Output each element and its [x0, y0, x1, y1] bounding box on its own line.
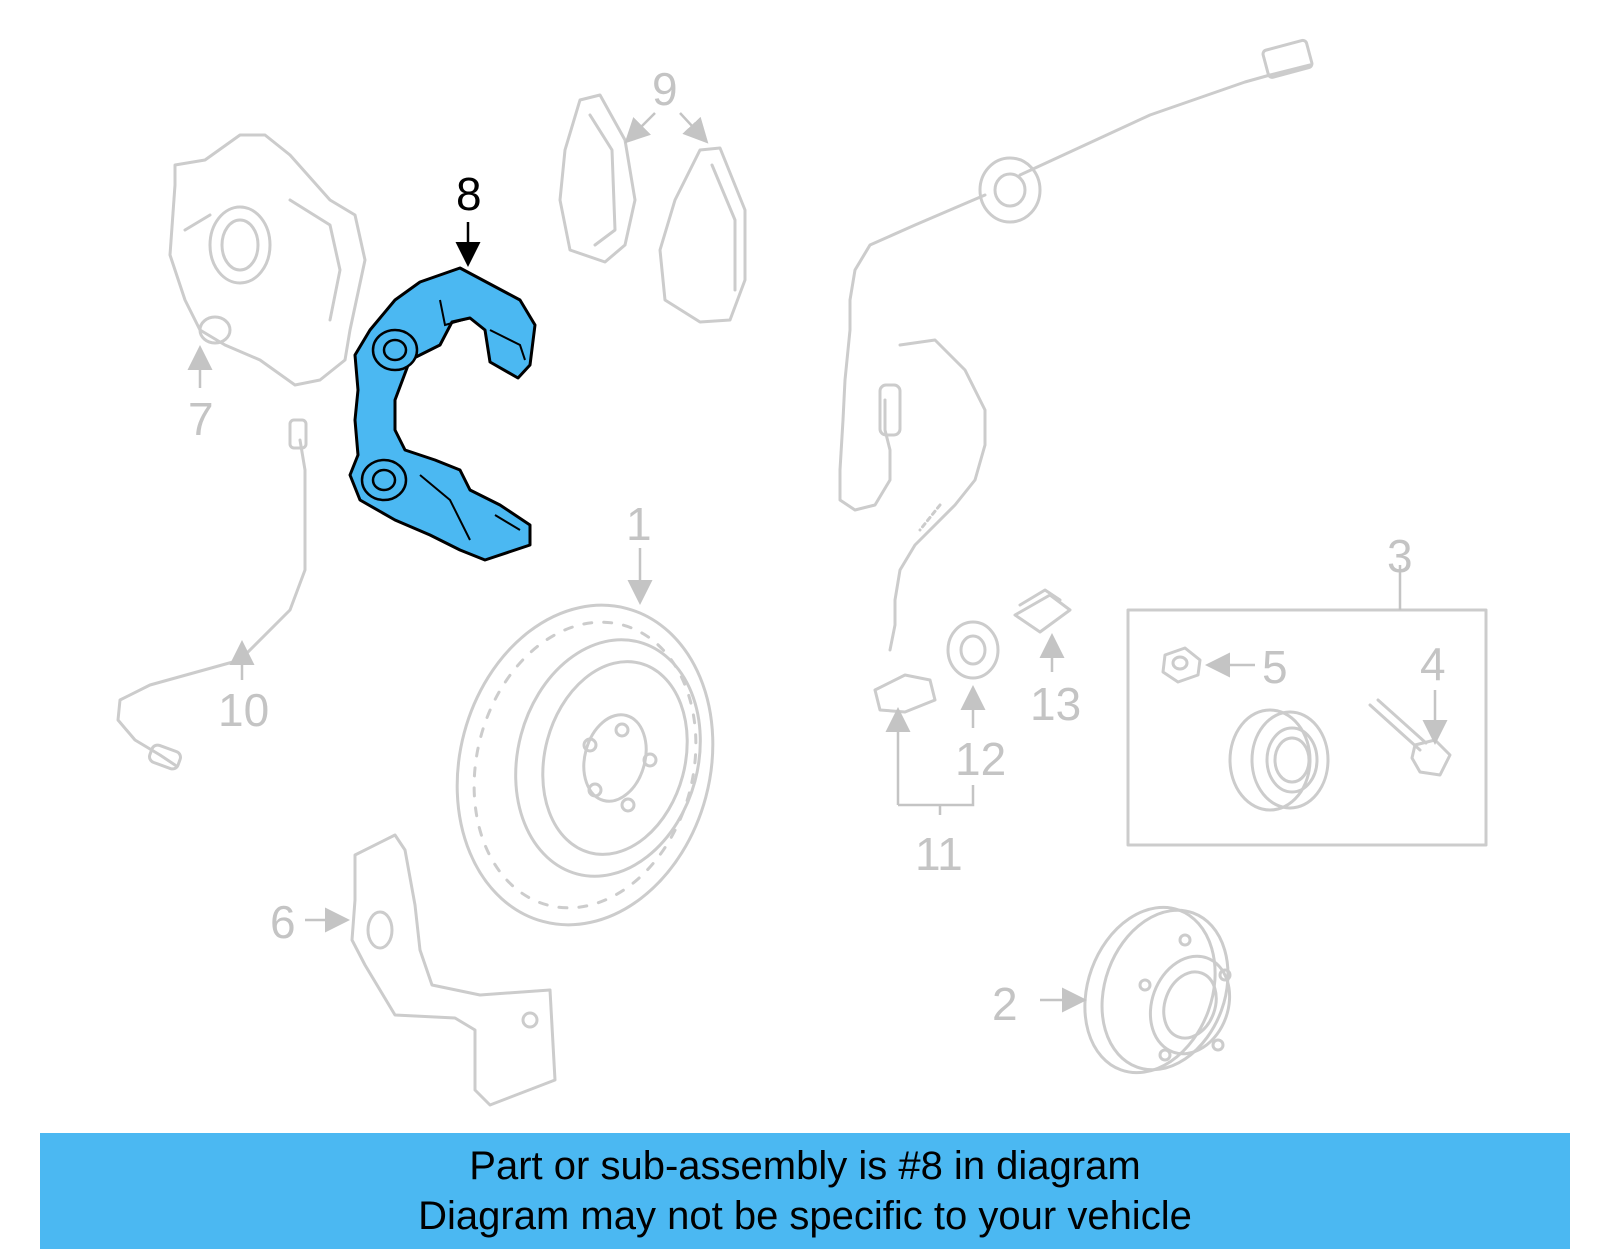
banner-line-2: Diagram may not be specific to your vehi… [418, 1194, 1192, 1238]
callout-12: 12 [955, 733, 1006, 785]
brake-pads-part-9 [558, 93, 747, 324]
callout-7: 7 [188, 393, 214, 445]
brake-caliper-part-7 [168, 133, 367, 387]
wheel-bearing [1228, 708, 1330, 812]
nut-part-5 [1161, 646, 1202, 684]
wheel-hub-part-2 [1083, 905, 1232, 1075]
clip-part-13 [1013, 588, 1072, 634]
banner-line-1: Part or sub-assembly is #8 in diagram [469, 1144, 1141, 1188]
dust-shield-part-6 [350, 833, 557, 1107]
callout-2: 2 [992, 978, 1018, 1030]
callout-11: 11 [915, 828, 963, 880]
grommet-part-12 [946, 620, 1000, 680]
wear-sensor-cable [838, 38, 1314, 512]
callout-10: 10 [218, 684, 269, 736]
callout-8: 8 [456, 168, 482, 220]
abs-sensor-part-11 [873, 338, 987, 714]
callout-6: 6 [270, 896, 296, 948]
callout-9: 9 [652, 63, 678, 115]
brake-hose-part-10 [116, 418, 308, 771]
wheel-bearing-kit-part-3 [1126, 565, 1488, 847]
callout-4: 4 [1420, 638, 1446, 690]
callout-3: 3 [1387, 530, 1413, 582]
caliper-bracket-part-8 [348, 266, 537, 562]
callout-5: 5 [1262, 641, 1288, 693]
brake-rotor-part-1 [455, 603, 715, 927]
bolt-part-4 [1368, 698, 1452, 777]
parts-diagram: 7 9 8 10 1 [116, 38, 1488, 1107]
callout-13: 13 [1030, 678, 1081, 730]
info-banner: Part or sub-assembly is #8 in diagram Di… [40, 1133, 1570, 1249]
callout-1: 1 [626, 498, 652, 550]
